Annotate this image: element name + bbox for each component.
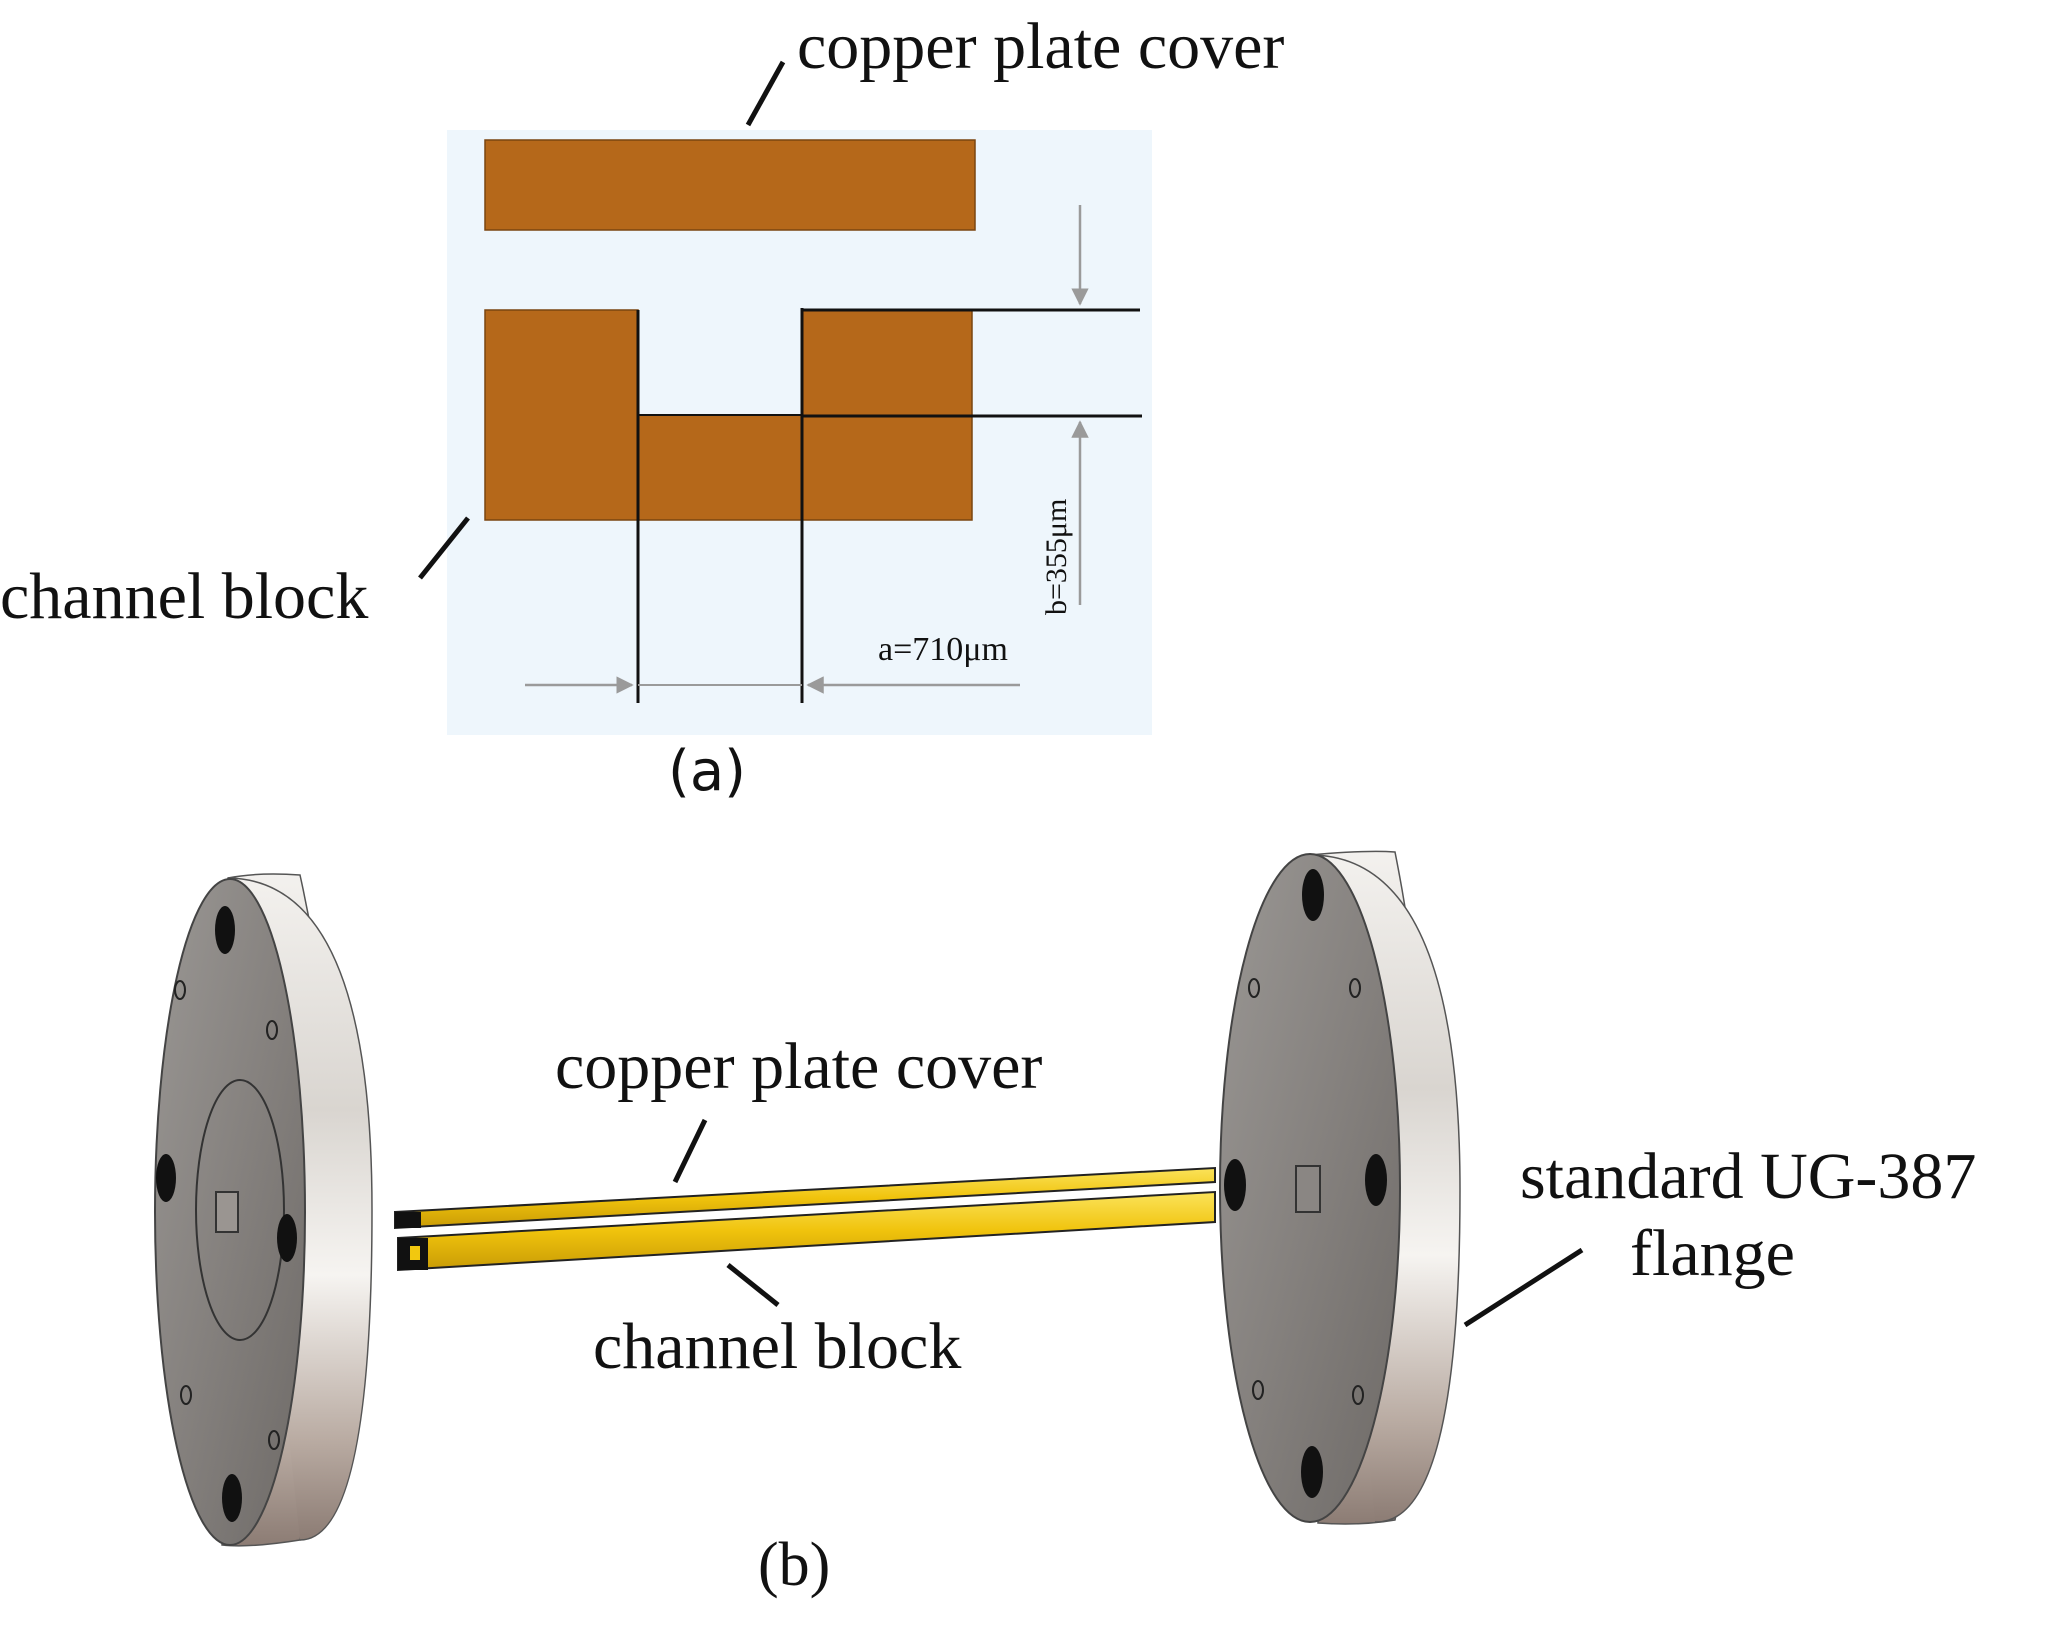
- dim-b-label: b=355μm: [1040, 499, 1073, 615]
- right-flange-pin-hole: [1248, 978, 1260, 998]
- dim-a-label: a=710μm: [878, 631, 1008, 668]
- panel-a: b=355μm a=710μm copper plate cover chann…: [0, 10, 1284, 804]
- right-flange-pin-hole: [1349, 978, 1361, 998]
- block-label-b: channel block: [593, 1310, 961, 1383]
- left-flange-bolt-hole: [215, 906, 235, 954]
- caption-a: (a): [668, 739, 746, 804]
- left-flange-waveguide-port: [215, 1191, 239, 1233]
- flange-leader-line-b: [1463, 1247, 1584, 1328]
- caption-b: (b): [758, 1531, 830, 1599]
- block-label-a: channel block: [0, 560, 368, 633]
- left-flange-bolt-hole: [277, 1214, 297, 1262]
- right-flange-bolt-hole: [1301, 1446, 1323, 1498]
- right-flange-pin-hole: [1352, 1385, 1364, 1405]
- left-flange: [154, 873, 373, 1547]
- right-flange-bolt-hole: [1302, 869, 1324, 921]
- cover-leader-line-a: [745, 60, 786, 127]
- right-flange: [1219, 850, 1461, 1525]
- left-flange-bolt-hole: [222, 1474, 242, 1522]
- left-flange-pin-hole: [174, 980, 186, 1000]
- flange-label-line1: standard UG-387: [1520, 1140, 1976, 1213]
- left-flange-pin-hole: [268, 1430, 280, 1450]
- waveguide-bars: [394, 1166, 1216, 1272]
- panel-b: copper plate cover channel block standar…: [154, 850, 1976, 1599]
- cover-leader-line-b: [672, 1118, 708, 1184]
- right-flange-waveguide-port: [1295, 1165, 1321, 1213]
- left-flange-pin-hole: [266, 1020, 278, 1040]
- copper-plate-cover-cross-section: [484, 139, 976, 231]
- block-leader-line-b: [726, 1263, 780, 1307]
- left-flange-inner-ring: [195, 1079, 285, 1341]
- left-flange-bolt-hole: [156, 1154, 176, 1202]
- right-flange-bolt-hole: [1365, 1154, 1387, 1206]
- right-flange-pin-hole: [1252, 1380, 1264, 1400]
- right-flange-bolt-hole: [1224, 1159, 1246, 1211]
- block-leader-line-a: [418, 516, 470, 580]
- left-flange-pin-hole: [180, 1385, 192, 1405]
- cover-label-b: copper plate cover: [555, 1030, 1042, 1103]
- cover-label-a: copper plate cover: [797, 10, 1284, 83]
- cover-bar-end: [395, 1212, 421, 1228]
- channel-bar-slot: [410, 1246, 420, 1260]
- flange-label-line2: flange: [1630, 1217, 1795, 1290]
